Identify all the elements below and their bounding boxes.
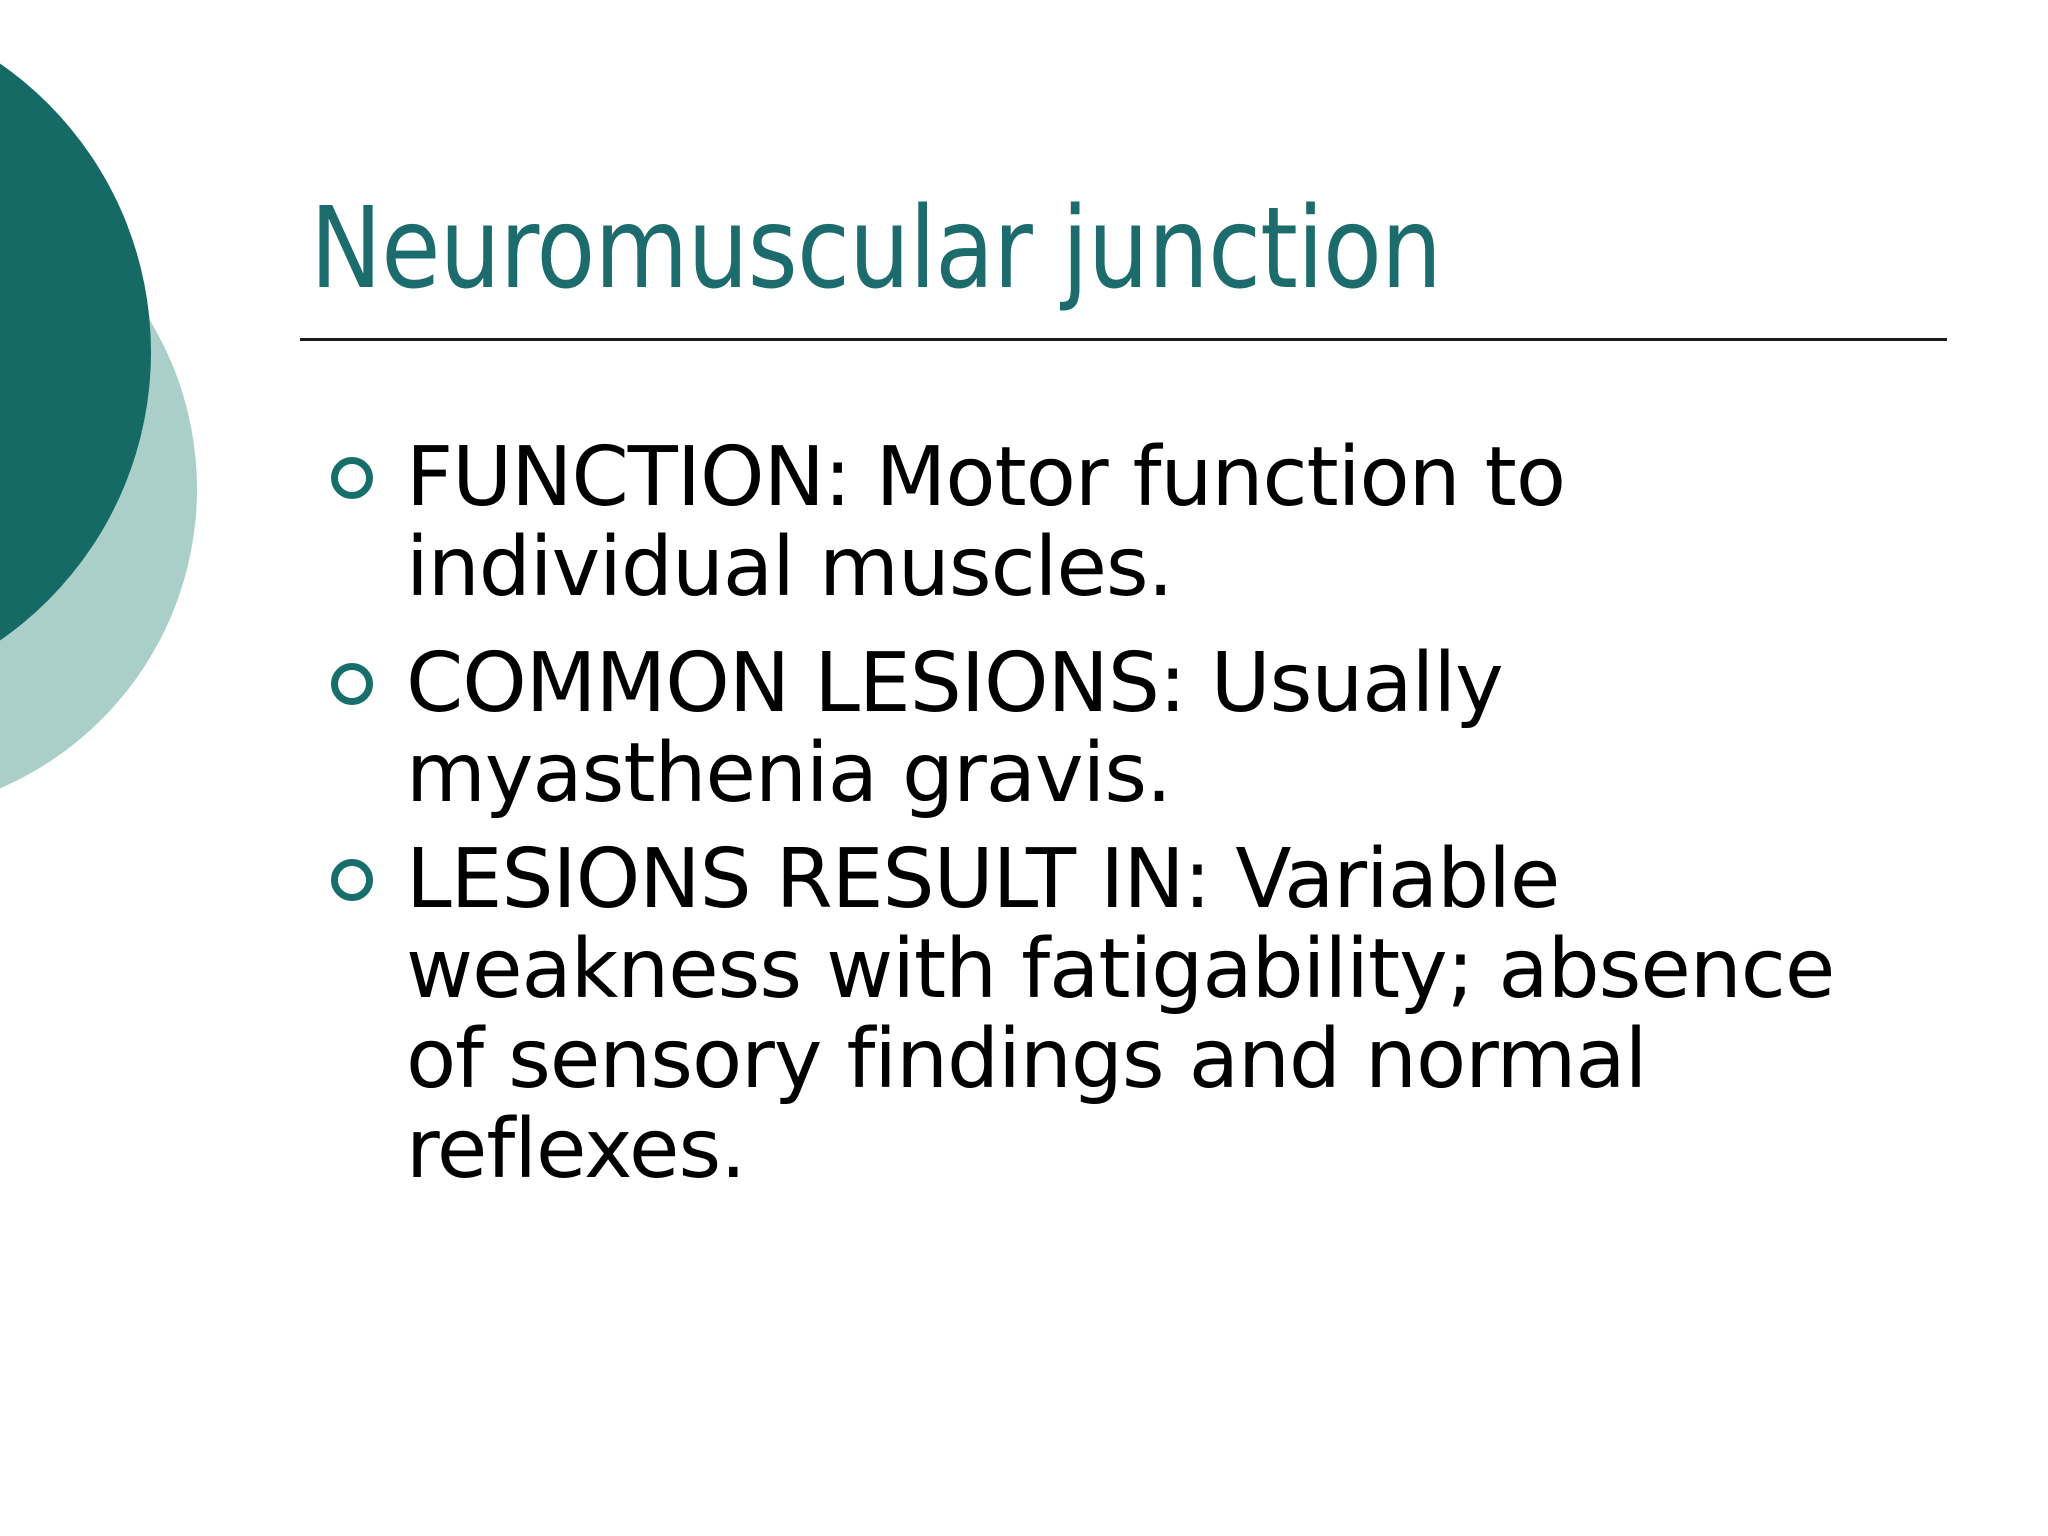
title-underline-rule (300, 338, 1947, 341)
bullet-line: myasthenia gravis. (406, 726, 1172, 821)
bullet-line: weakness with fatigability; absence (406, 922, 1835, 1017)
hollow-circle-bullet-icon (331, 457, 373, 499)
hollow-circle-bullet-icon (331, 663, 373, 705)
bullet-line: reflexes. (406, 1102, 746, 1197)
hollow-circle-bullet-icon (331, 859, 373, 901)
bullet-line: COMMON LESIONS: Usually (406, 636, 1504, 731)
bullet-line: FUNCTION: Motor function to (406, 430, 1566, 525)
bullet-line: LESIONS RESULT IN: Variable (406, 832, 1560, 927)
bullet-line: of sensory findings and normal (406, 1012, 1647, 1107)
slide-title: Neuromuscular junction (310, 184, 1442, 314)
bullet-line: individual muscles. (406, 520, 1174, 615)
